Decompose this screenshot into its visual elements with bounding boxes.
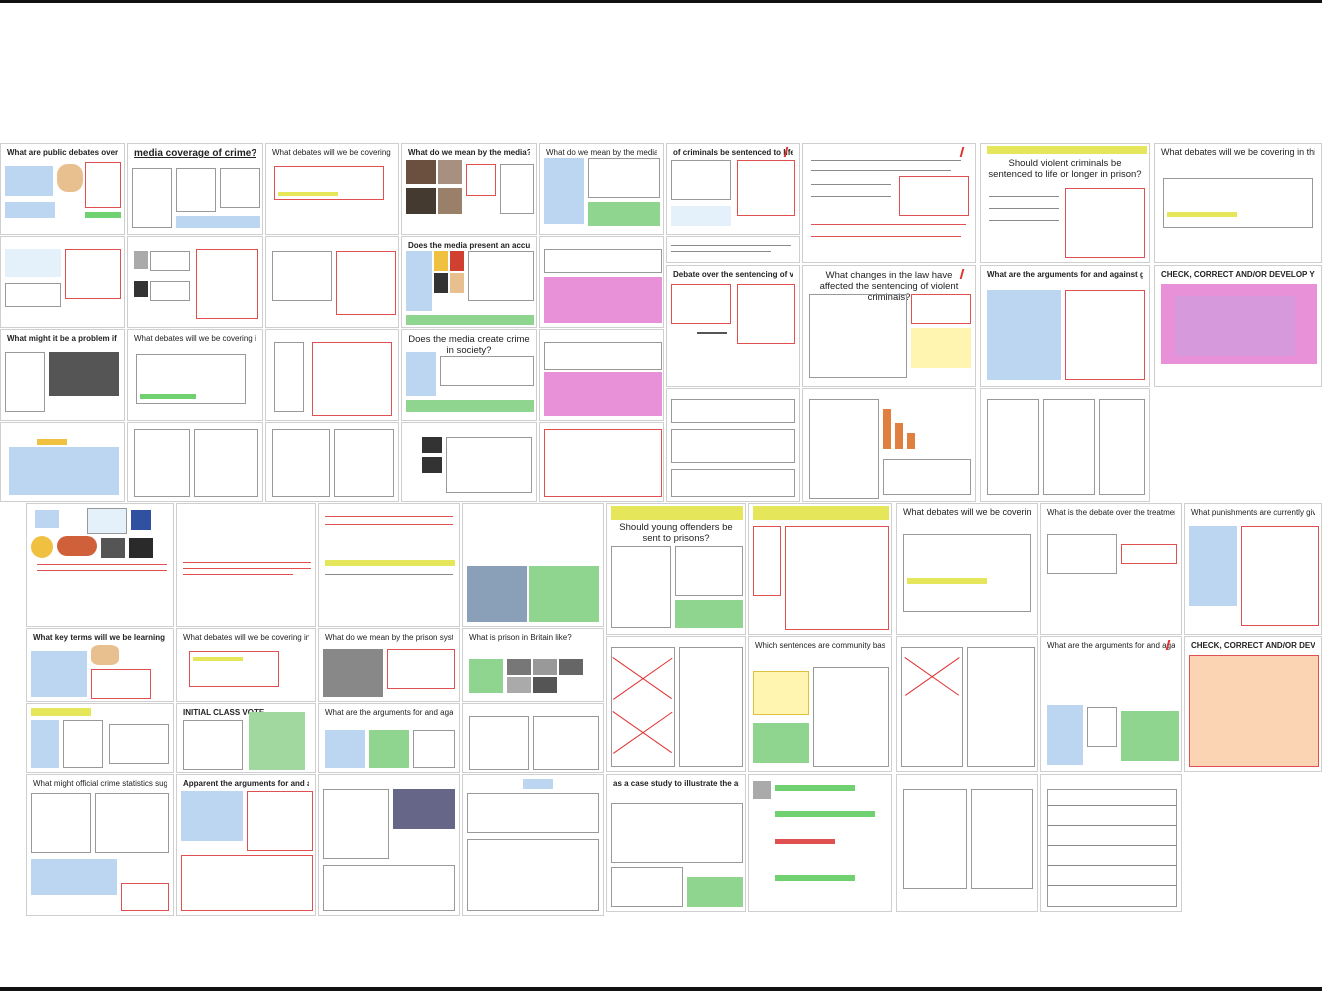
slide-title: What debates will we be covering in this…	[1161, 148, 1315, 157]
slide-thumbnail[interactable]: What are the arguments for and against u…	[318, 703, 460, 773]
slide-title: What do we mean by the media?	[408, 148, 530, 157]
slide-thumbnail[interactable]	[318, 503, 460, 627]
slide-title: What key terms will we be learning about…	[33, 633, 167, 642]
slide-thumbnail[interactable]: of criminals be sentenced to life or lon…	[666, 143, 800, 235]
slide-title: Debate over the sentencing of violent of…	[673, 270, 793, 279]
slide-thumbnail[interactable]	[26, 503, 174, 627]
slide-thumbnail[interactable]: Should violent criminals be sentenced to…	[980, 143, 1150, 263]
slide-thumbnail[interactable]	[0, 236, 125, 328]
slide-title: What is the debate over the treatment of…	[1047, 508, 1175, 517]
slide-thumbnail[interactable]	[980, 388, 1150, 502]
slide-title: What punishments are currently given to …	[1191, 508, 1315, 517]
slide-thumbnail[interactable]	[462, 703, 604, 773]
slide-title: What changes in the law have affected th…	[819, 270, 959, 303]
slide-thumbnail[interactable]	[176, 503, 316, 627]
slide-thumbnail[interactable]: What debates will we be covering in this…	[265, 143, 399, 235]
slide-title: What debates will we be covering in this…	[272, 148, 392, 157]
slide-thumbnail[interactable]: What debates will we be covering in this…	[1154, 143, 1322, 263]
slide-thumbnail[interactable]	[802, 388, 976, 502]
slide-thumbnail[interactable]: CHECK, CORRECT AND/OR DEVELOP YOUR ANSWE…	[1184, 636, 1322, 772]
slide-title: Does the media create crime in society?	[408, 334, 530, 356]
slide-thumbnail[interactable]	[26, 703, 174, 773]
slide-title: Does the media present an accurate pictu…	[408, 241, 530, 250]
slide-thumbnail[interactable]: What debates will we be covering in this…	[896, 503, 1038, 635]
slide-thumbnail[interactable]	[265, 329, 399, 421]
slide-thumbnail[interactable]: What do we mean by the prison system?	[318, 628, 460, 702]
slide-thumbnail[interactable]: What changes in the law have affected th…	[802, 265, 976, 387]
slide-thumbnail[interactable]: INITIAL CLASS VOTE	[176, 703, 316, 773]
slide-thumbnail[interactable]: media coverage of crime?	[127, 143, 263, 235]
slide-title: What debates will we be covering in this…	[134, 334, 256, 343]
slide-thumbnail[interactable]	[318, 774, 460, 916]
slide-thumbnail[interactable]	[539, 422, 664, 502]
slide-thumbnail[interactable]	[462, 503, 604, 627]
slide-title: of criminals be sentenced to life or lon…	[673, 148, 793, 157]
slide-title: What is prison in Britain like?	[469, 633, 572, 642]
slide-title: Which sentences are community based and …	[755, 641, 885, 650]
bottom-border	[0, 987, 1322, 991]
slide-thumbnail[interactable]: as a case study to illustrate the argume…	[606, 774, 746, 912]
slide-title: CHECK, CORRECT AND/OR DEVELOP YOUR ANSWE…	[1161, 270, 1315, 279]
slide-thumbnail[interactable]: Which sentences are community based and …	[748, 636, 892, 772]
slide-thumbnail[interactable]	[462, 774, 604, 916]
slide-thumbnail[interactable]	[539, 236, 664, 328]
slide-thumbnail[interactable]	[748, 503, 892, 635]
slide-title: CHECK, CORRECT AND/OR DEVELOP YOUR ANSWE…	[1191, 641, 1315, 650]
slide-thumbnail[interactable]: What do we mean by the media?	[539, 143, 664, 235]
slide-thumbnail[interactable]	[265, 236, 399, 328]
slide-thumbnail[interactable]: What do we mean by the media?	[401, 143, 537, 235]
slide-thumbnail[interactable]: Should young offenders be sent to prison…	[606, 503, 746, 635]
slide-title: What do we mean by the prison system?	[325, 633, 453, 642]
slide-thumbnail[interactable]	[606, 636, 746, 772]
slide-thumbnail[interactable]	[896, 636, 1038, 772]
slide-thumbnail[interactable]: What might official crime statistics sug…	[26, 774, 174, 916]
slide-thumbnail[interactable]: What debates will we be covering in this…	[176, 628, 316, 702]
slide-title: Should violent criminals be sentenced to…	[988, 158, 1142, 180]
slide-thumbnail[interactable]: What might it be a problem if the media …	[0, 329, 125, 421]
slide-thumbnail[interactable]	[265, 422, 399, 502]
slide-title: What debates will we be covering in this…	[903, 508, 1031, 517]
slide-thumbnail[interactable]: Does the media create crime in society?	[401, 329, 537, 421]
slide-thumbnail[interactable]: What is the debate over the treatment of…	[1040, 503, 1182, 635]
slide-title: What debates will we be covering in this…	[183, 633, 309, 642]
slide-title: as a case study to illustrate the argume…	[613, 779, 739, 788]
slide-thumbnail[interactable]	[802, 143, 976, 263]
slide-title: media coverage of crime?	[134, 148, 256, 159]
slide-thumbnail[interactable]: CHECK, CORRECT AND/OR DEVELOP YOUR ANSWE…	[1154, 265, 1322, 387]
slide-thumbnail[interactable]	[127, 236, 263, 328]
slide-thumbnail[interactable]: What are the arguments for and against g…	[980, 265, 1150, 387]
top-border	[0, 0, 1322, 3]
slide-thumbnail[interactable]	[0, 422, 125, 502]
slide-thumbnail[interactable]	[666, 388, 800, 502]
slide-thumbnail[interactable]: What debates will we be covering in this…	[127, 329, 263, 421]
slide-thumbnail[interactable]	[127, 422, 263, 502]
slide-thumbnail[interactable]	[1040, 774, 1182, 912]
slide-thumbnail[interactable]: Does the media present an accurate pictu…	[401, 236, 537, 328]
slide-thumbnail[interactable]: Debate over the sentencing of violent of…	[666, 265, 800, 387]
slide-thumbnail[interactable]	[896, 774, 1038, 912]
slide-title: What are the arguments for and against u…	[325, 708, 453, 717]
slide-thumbnail[interactable]: What are the arguments for and against s…	[1040, 636, 1182, 772]
slide-title: What are the arguments for and against s…	[1047, 641, 1175, 650]
slide-title: INITIAL CLASS VOTE	[183, 708, 265, 717]
slide-thumbnail[interactable]	[748, 774, 892, 912]
slide-thumbnail[interactable]: What key terms will we be learning about…	[26, 628, 174, 702]
slide-title: What might it be a problem if the media …	[7, 334, 118, 343]
slide-title: Should young offenders be sent to prison…	[619, 522, 733, 544]
slide-thumbnail[interactable]	[666, 236, 800, 263]
slide-thumbnail[interactable]: Apparent the arguments for and against p…	[176, 774, 316, 916]
slide-thumbnail[interactable]	[539, 329, 664, 421]
slide-title: Apparent the arguments for and against p…	[183, 779, 309, 788]
slide-thumbnail[interactable]: What is prison in Britain like?	[462, 628, 604, 702]
slide-title: What are public debates over the media c…	[7, 148, 118, 157]
slide-thumbnail[interactable]: What punishments are currently given to …	[1184, 503, 1322, 635]
slide-thumbnail[interactable]	[401, 422, 537, 502]
slide-thumbnail[interactable]: What are public debates over the media c…	[0, 143, 125, 235]
slide-title: What might official crime statistics sug…	[33, 779, 167, 788]
slide-title: What do we mean by the media?	[546, 148, 657, 157]
slide-title: What are the arguments for and against g…	[987, 270, 1143, 279]
